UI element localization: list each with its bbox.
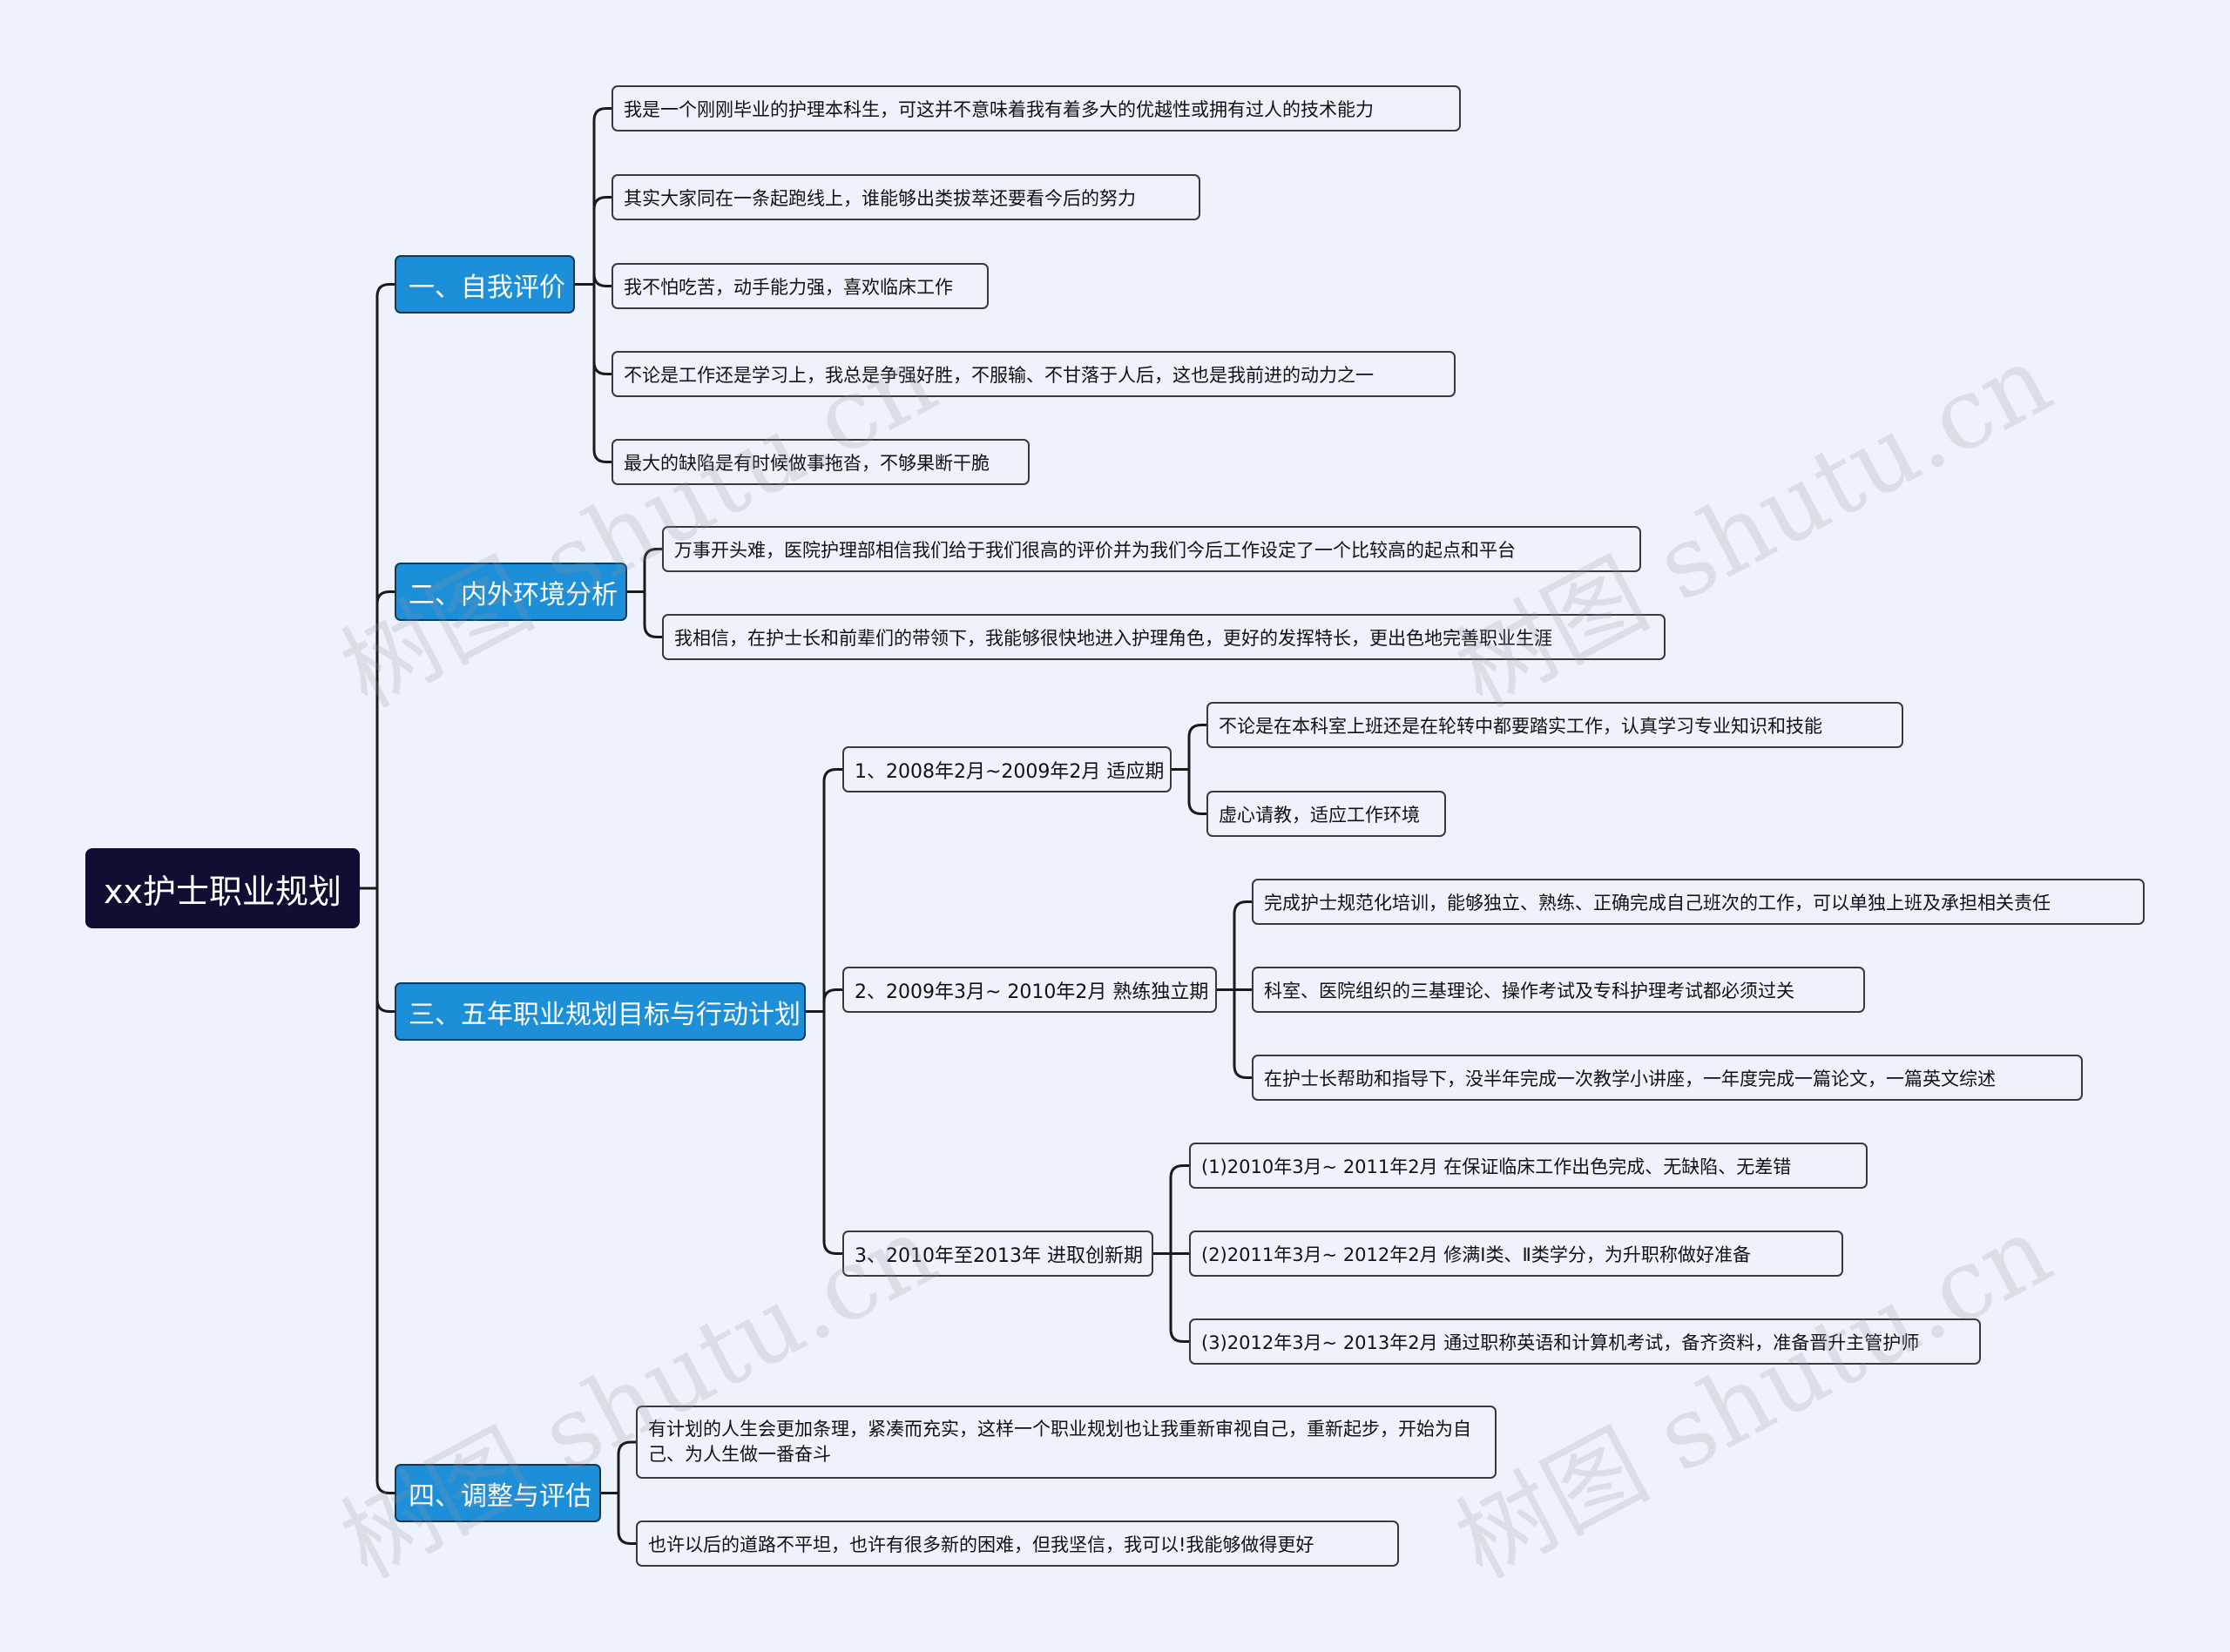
innovation-link-0	[1169, 1164, 1189, 1254]
environment-link-1	[643, 591, 662, 638]
leaf-proficiency-3[interactable]: 在护士长帮助和指导下，没半年完成一次教学小讲座，一年度完成一篇论文，一篇英文综述	[1252, 1055, 2083, 1101]
root-link-2	[375, 888, 395, 1013]
leaf-adjust-1[interactable]: 有计划的人生会更加条理，紧凑而充实，这样一个职业规划也让我重新审视自己，重新起步…	[636, 1406, 1497, 1479]
root-link-1	[375, 590, 395, 888]
leaf-adaptation-2[interactable]: 虚心请教，适应工作环境	[1206, 791, 1446, 837]
adaptation-link-1	[1187, 769, 1206, 815]
phase-adaptation[interactable]: 1、2008年2月~2009年2月 适应期	[842, 746, 1172, 792]
adjust-link-1	[617, 1493, 636, 1545]
plan-link-2	[822, 1011, 842, 1255]
root-link-3	[375, 888, 395, 1494]
branch-five-year-plan[interactable]: 三、五年职业规划目标与行动计划	[395, 982, 806, 1041]
self-eval-link-2	[592, 273, 612, 287]
proficiency-link-2	[1233, 989, 1252, 1079]
self-eval-link-0	[592, 107, 612, 285]
leaf-innovation-3[interactable]: (3)2012年3月~ 2013年2月 通过职称英语和计算机考试，备齐资料，准备…	[1189, 1318, 1981, 1365]
leaf-self-evaluation-1[interactable]: 我是一个刚刚毕业的护理本科生，可这并不意味着我有着多大的优越性或拥有过人的技术能…	[612, 85, 1461, 131]
self-eval-link-4	[592, 284, 612, 463]
leaf-adaptation-1[interactable]: 不论是在本科室上班还是在轮转中都要踏实工作，认真学习专业知识和技能	[1206, 702, 1903, 748]
leaf-innovation-1[interactable]: (1)2010年3月~ 2011年2月 在保证临床工作出色完成、无缺陷、无差错	[1189, 1143, 1868, 1189]
branch-self-evaluation[interactable]: 一、自我评价	[395, 255, 575, 314]
leaf-proficiency-2[interactable]: 科室、医院组织的三基理论、操作考试及专科护理考试都必须过关	[1252, 967, 1865, 1013]
environment-link-0	[643, 548, 662, 592]
leaf-self-evaluation-3[interactable]: 我不怕吃苦，动手能力强，喜欢临床工作	[612, 263, 989, 309]
plan-link-0	[822, 768, 842, 1012]
phase-innovation[interactable]: 3、2010年至2013年 进取创新期	[842, 1231, 1153, 1277]
adjust-link-0	[617, 1440, 636, 1494]
root-link-0	[375, 283, 395, 888]
innovation-link-2	[1169, 1253, 1189, 1343]
branch-adjust-evaluate[interactable]: 四、调整与评估	[395, 1464, 601, 1522]
root-topic[interactable]: xx护士职业规划	[85, 848, 360, 928]
leaf-self-evaluation-5[interactable]: 最大的缺陷是有时候做事拖沓，不够果断干脆	[612, 439, 1030, 485]
leaf-proficiency-1[interactable]: 完成护士规范化培训，能够独立、熟练、正确完成自己班次的工作，可以单独上班及承担相…	[1252, 879, 2145, 925]
plan-link-1	[822, 988, 842, 1012]
leaf-innovation-2[interactable]: (2)2011年3月~ 2012年2月 修满Ⅰ类、Ⅱ类学分，为升职称做好准备	[1189, 1231, 1843, 1277]
self-eval-link-1	[592, 196, 612, 285]
adaptation-link-0	[1187, 724, 1206, 770]
leaf-self-evaluation-4[interactable]: 不论是工作还是学习上，我总是争强好胜，不服输、不甘落于人后，这也是我前进的动力之…	[612, 351, 1456, 397]
phase-proficiency[interactable]: 2、2009年3月~ 2010年2月 熟练独立期	[842, 967, 1217, 1013]
leaf-environment-1[interactable]: 万事开头难，医院护理部相信我们给于我们很高的评价并为我们今后工作设定了一个比较高…	[662, 526, 1641, 572]
leaf-adjust-2[interactable]: 也许以后的道路不平坦，也许有很多新的困难，但我坚信，我可以!我能够做得更好	[636, 1521, 1399, 1567]
self-eval-link-3	[592, 284, 612, 375]
branch-environment-analysis[interactable]: 二、内外环境分析	[395, 563, 627, 621]
proficiency-link-0	[1233, 900, 1252, 990]
leaf-self-evaluation-2[interactable]: 其实大家同在一条起跑线上，谁能够出类拔萃还要看今后的努力	[612, 174, 1200, 220]
leaf-environment-2[interactable]: 我相信，在护士长和前辈们的带领下，我能够很快地进入护理角色，更好的发挥特长，更出…	[662, 614, 1666, 660]
